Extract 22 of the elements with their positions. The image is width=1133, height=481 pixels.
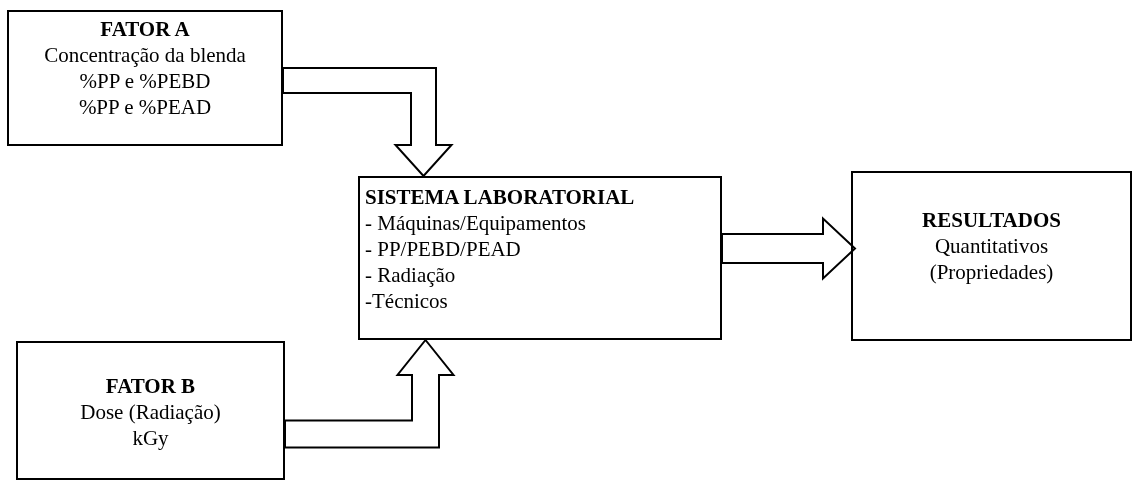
box-text: -Técnicos <box>365 288 448 314</box>
box-text: (Propriedades) <box>929 259 1054 285</box>
box-heading: FATOR A <box>100 16 190 42</box>
box-text: %PP e %PEAD <box>78 94 212 120</box>
box-heading: SISTEMA LABORATORIAL <box>365 184 635 210</box>
box-heading: RESULTADOS <box>922 207 1061 233</box>
process-box <box>16 341 285 480</box>
box-text: - Radiação <box>365 262 456 288</box>
block-arrow <box>282 67 454 178</box>
block-arrow <box>721 216 857 281</box>
box-text: Concentração da blenda <box>44 42 246 68</box>
box-text: kGy <box>132 425 169 451</box>
box-text: Quantitativos <box>934 233 1049 259</box>
box-text: %PP e %PEBD <box>79 68 211 94</box>
block-arrow <box>284 338 456 449</box>
process-box <box>851 171 1132 341</box>
process-box <box>7 10 283 146</box>
process-box <box>358 176 722 340</box>
box-text: - Máquinas/Equipamentos <box>365 210 587 236</box>
box-text: Dose (Radiação) <box>80 399 221 425</box>
box-heading: FATOR B <box>105 373 196 399</box>
box-text: - PP/PEBD/PEAD <box>365 236 521 262</box>
